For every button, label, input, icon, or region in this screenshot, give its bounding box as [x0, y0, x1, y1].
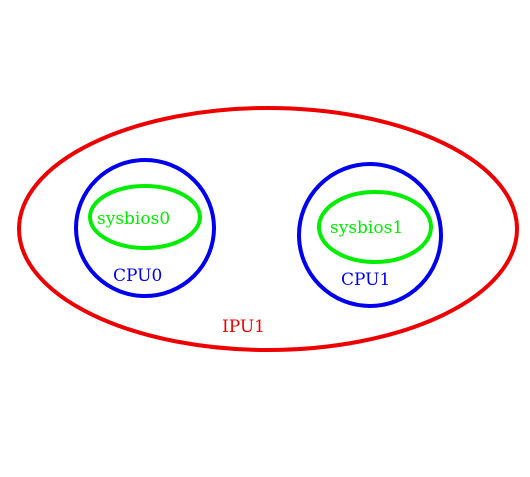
ipu1-ellipse — [17, 106, 519, 352]
sysbios1-label: sysbios1 — [330, 218, 403, 238]
sysbios0-label: sysbios0 — [97, 209, 170, 229]
ipu1-label: IPU1 — [222, 317, 265, 337]
sysbios1-ellipse — [317, 190, 433, 264]
cpu0-label: CPU0 — [113, 266, 162, 286]
cpu1-label: CPU1 — [341, 270, 390, 290]
cpu1-circle — [297, 162, 443, 308]
sysbios0-ellipse — [88, 184, 202, 250]
cpu0-circle — [74, 158, 216, 298]
